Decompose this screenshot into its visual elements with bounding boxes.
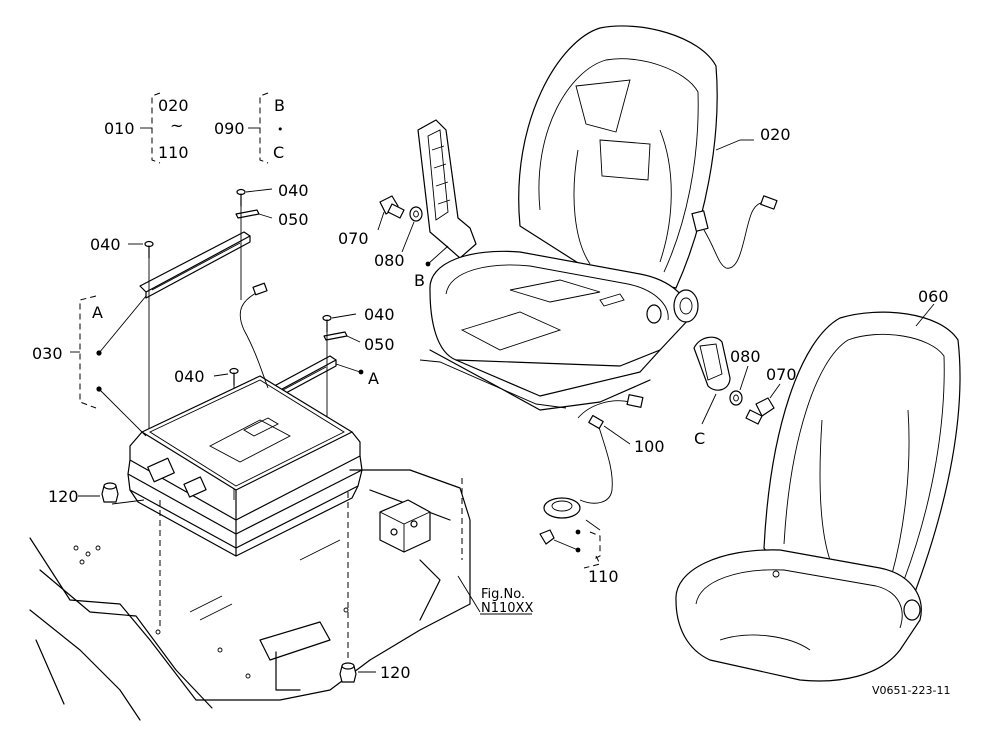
- label-dot-separator: •: [277, 123, 284, 136]
- label-090: 090: [214, 119, 245, 138]
- label-050-mid: 050: [364, 335, 395, 354]
- label-110-range-end: 110: [158, 143, 189, 162]
- label-080-right: 080: [730, 347, 761, 366]
- seat-belt-buckle-left: [417, 119, 477, 267]
- label-110: 110: [588, 567, 619, 586]
- label-100: 100: [634, 437, 665, 456]
- screw-040-top: [236, 188, 273, 207]
- label-C-seat: C: [694, 429, 705, 448]
- operator-seat-020: [419, 25, 778, 411]
- label-060: 060: [918, 287, 949, 306]
- label-010: 010: [104, 119, 135, 138]
- label-070-right: 070: [766, 365, 797, 384]
- seat-rail-upper: [139, 206, 251, 430]
- belt-washer-080-right: [729, 365, 749, 406]
- seat-cover-060: [675, 303, 961, 682]
- label-120-upper: 120: [48, 487, 79, 506]
- label-020-seat: 020: [760, 125, 791, 144]
- label-070-left: 070: [338, 229, 369, 248]
- label-040-mid-left: 040: [174, 367, 205, 386]
- label-050-top: 050: [278, 210, 309, 229]
- label-range-tilde: ~: [170, 116, 183, 135]
- part-110-sensor: [539, 497, 601, 569]
- label-030: 030: [32, 344, 63, 363]
- bolt-120-upper: [78, 482, 145, 505]
- fig-no-label: Fig.No.: [481, 587, 525, 602]
- spacer-050-mid: [323, 331, 361, 343]
- label-040-left: 040: [90, 235, 121, 254]
- screw-040-mid-right: [322, 313, 357, 333]
- group-030-bracket: [70, 295, 147, 437]
- fig-no-code: N110XX: [481, 601, 533, 616]
- group-090-bracket: [248, 92, 269, 164]
- label-B-seat: B: [414, 271, 425, 290]
- belt-washer-080-left: [401, 206, 423, 253]
- label-B-group: B: [274, 96, 285, 115]
- label-A-rail: A: [368, 369, 379, 388]
- label-120-lower: 120: [380, 663, 411, 682]
- label-080-left: 080: [374, 251, 405, 270]
- belt-bolt-070-left: [377, 195, 405, 231]
- wire-harness-100: [577, 394, 644, 504]
- label-040-mid-right: 040: [364, 305, 395, 324]
- seat-suspension-base: [127, 282, 363, 557]
- spacer-050-top: [235, 209, 273, 219]
- belt-bolt-070-right: [745, 383, 781, 425]
- figure-reference: [457, 575, 532, 615]
- group-010-bracket: [140, 92, 161, 164]
- label-040-top: 040: [278, 181, 309, 200]
- bolt-120-lower: [339, 662, 376, 683]
- label-C-group: C: [273, 143, 284, 162]
- label-020-range-start: 020: [158, 96, 189, 115]
- machine-floor-frame: [29, 469, 471, 721]
- drawing-id: V0651-223-11: [872, 684, 950, 697]
- screw-040-left: [128, 240, 154, 259]
- label-A-group: A: [92, 303, 103, 322]
- seat-belt-buckle-right: [693, 336, 731, 425]
